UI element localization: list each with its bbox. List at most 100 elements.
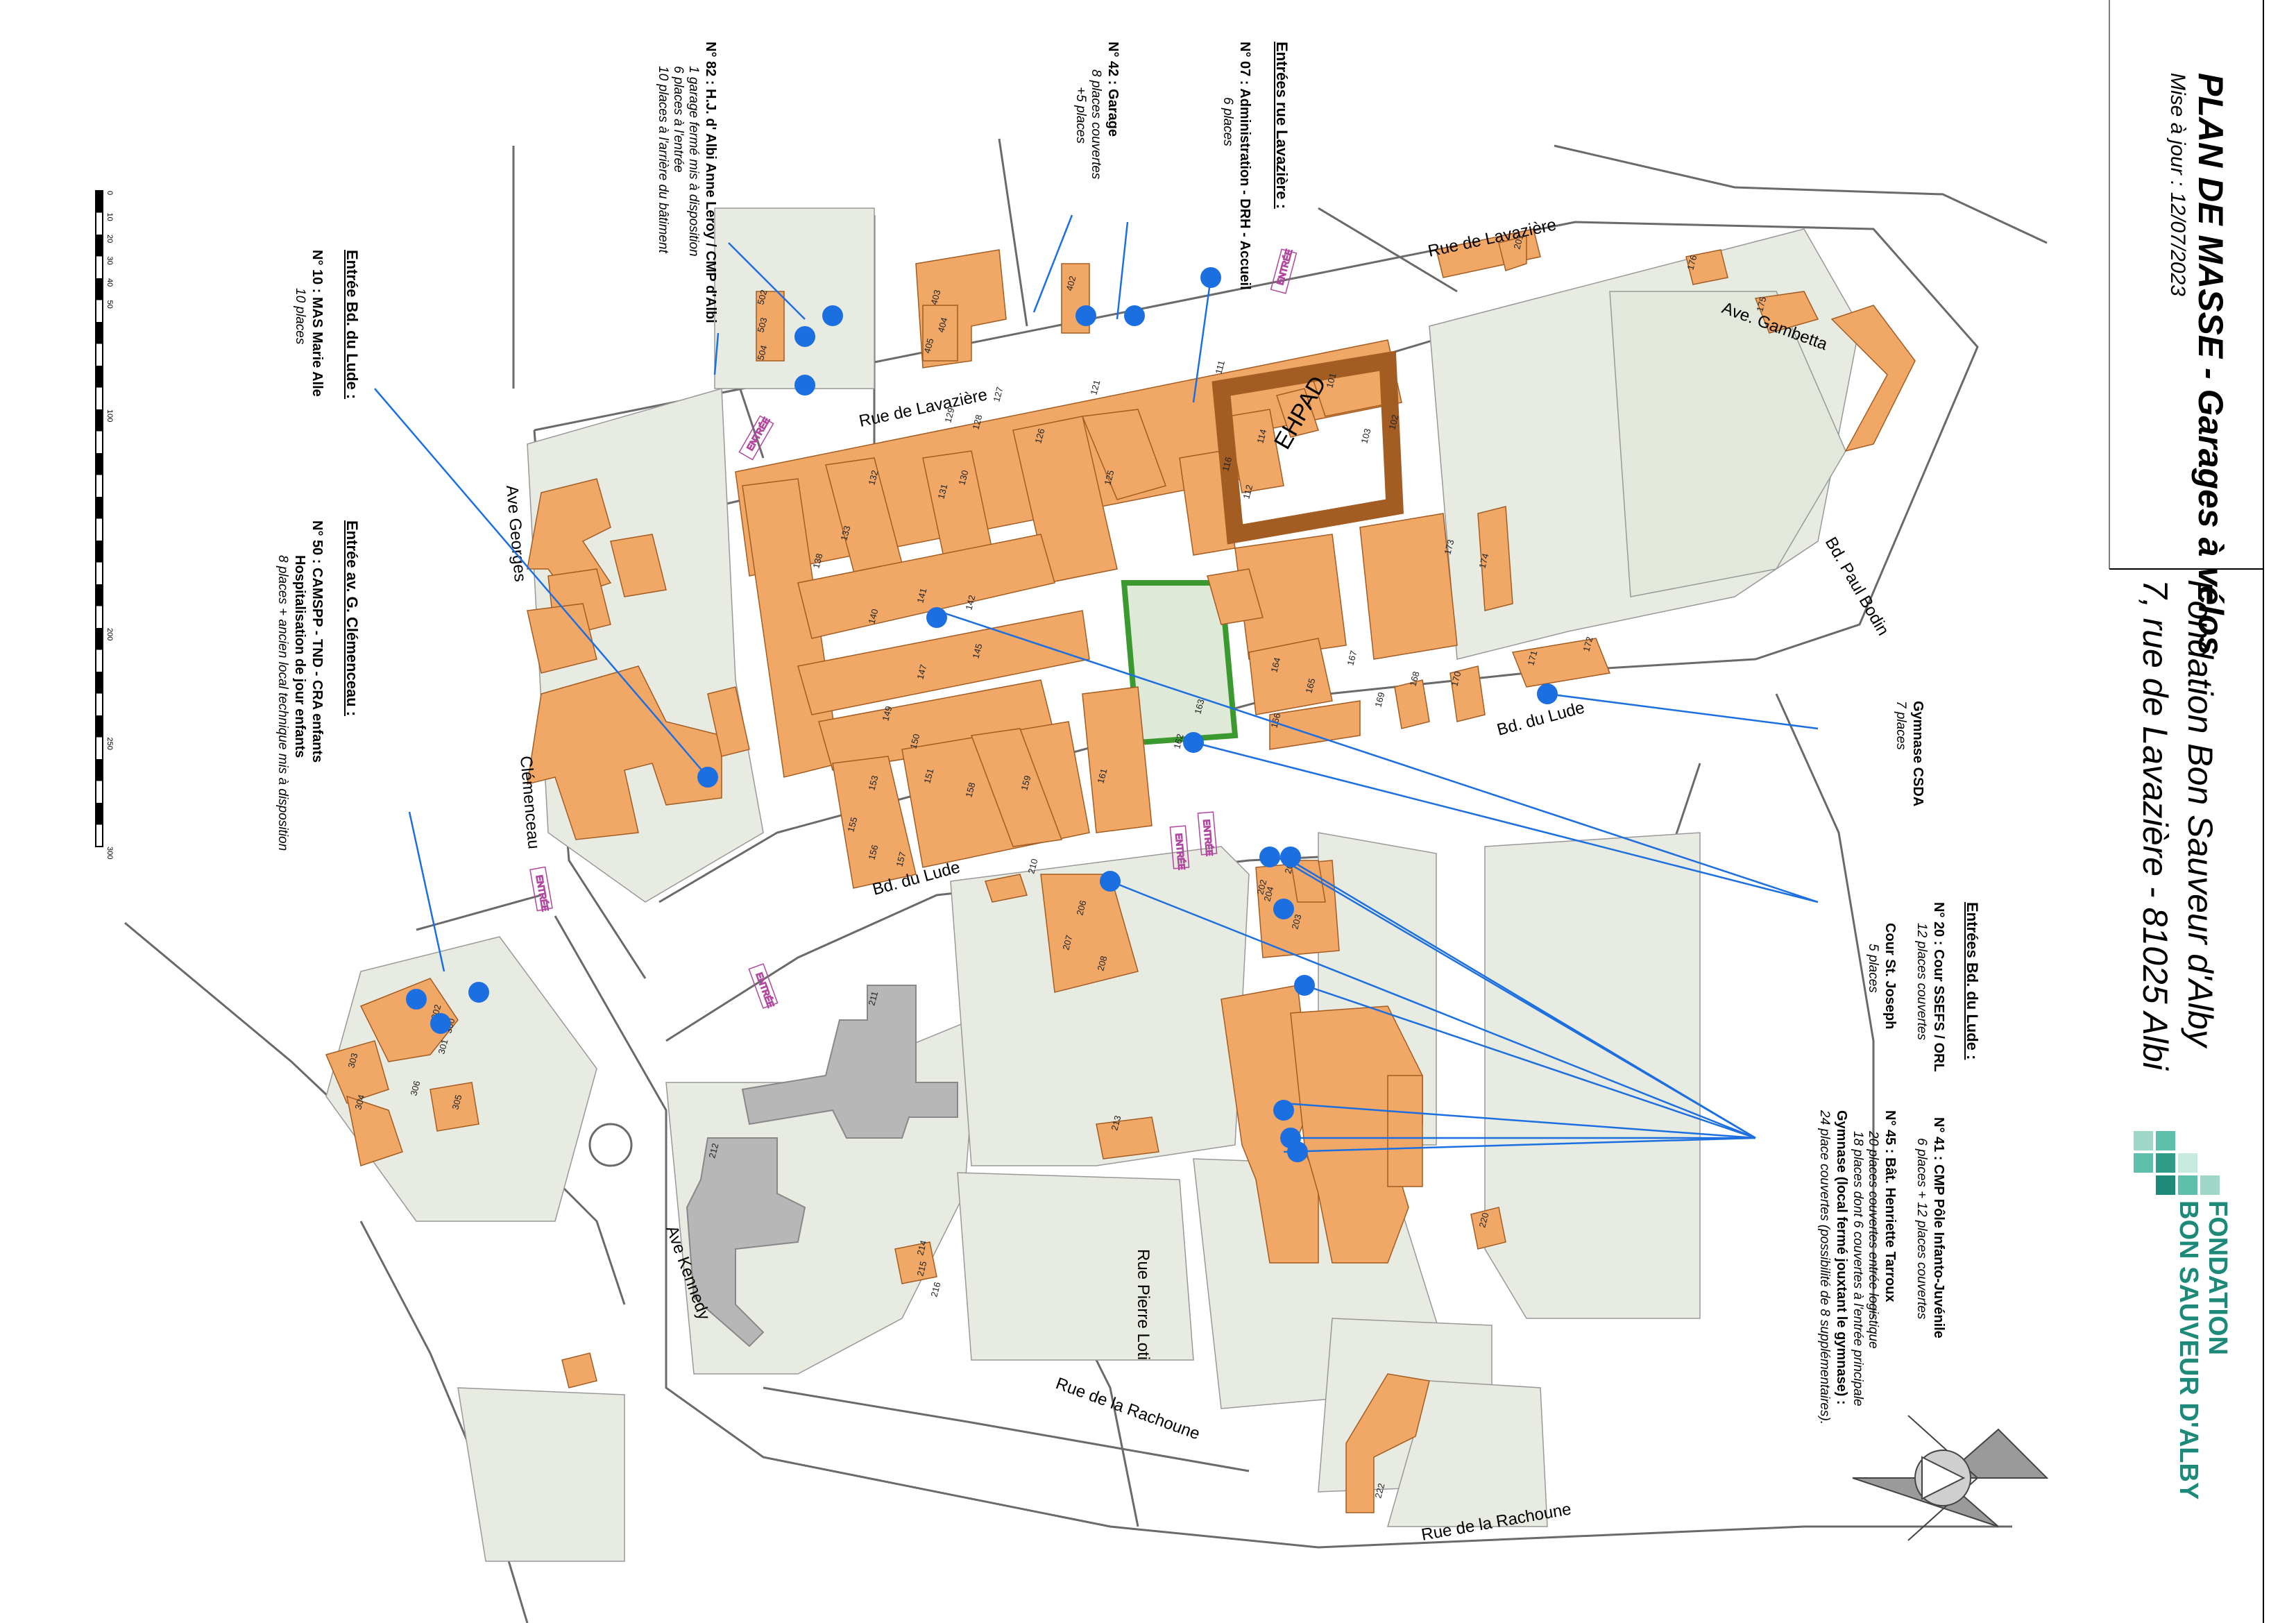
entree-tag: ENTRÉE — [1197, 811, 1218, 857]
building-number: 153 — [866, 774, 880, 792]
building-number: 168 — [1407, 670, 1421, 688]
building-number: 173 — [1442, 538, 1456, 556]
bike-parking-marker — [1124, 305, 1145, 326]
building-number: 161 — [1095, 767, 1109, 785]
legend-detail: 7 places — [1894, 701, 1908, 750]
legend-detail: 6 places + 12 places couvertes — [1914, 1138, 1929, 1320]
building-number: 167 — [1345, 649, 1359, 667]
scale-tick-label: 100 — [105, 409, 114, 422]
building-number: 128 — [970, 414, 984, 431]
scale-segment — [96, 366, 103, 388]
building-number: 402 — [1064, 275, 1078, 292]
building-number: 165 — [1303, 677, 1317, 695]
legend-detail: 5 places — [1866, 944, 1880, 993]
building-number: 213 — [1109, 1114, 1123, 1132]
buildings — [325, 228, 1916, 1513]
building-number: 116 — [1220, 456, 1234, 473]
legend-detail: 8 places + ancien local technique mis à … — [275, 555, 290, 851]
building-number: 212 — [706, 1142, 720, 1159]
street-label: Bd. Paul Bodin — [1821, 534, 1893, 639]
building-number: 215 — [915, 1260, 928, 1277]
building-number: 222 — [1372, 1482, 1386, 1499]
legend-detail: Hospitalisation de jour enfants — [292, 555, 307, 758]
building-number: 155 — [845, 816, 859, 833]
legend-heading-lavaziere: Entrées rue Lavazière : — [1273, 42, 1291, 209]
building-number: 202 — [1255, 878, 1268, 896]
scale-tick-label: 30 — [105, 257, 114, 265]
scale-tick-label: 10 — [105, 213, 114, 221]
compass-north-arrow — [1852, 1415, 2049, 1541]
grey-buildings — [686, 985, 958, 1348]
building-number: 141 — [915, 587, 928, 604]
building-number: 172 — [1581, 636, 1595, 653]
building-number: 159 — [1019, 774, 1032, 792]
building-number: 175 — [1754, 296, 1768, 313]
building-numbers: 4034044055025035044021011021031111121141… — [346, 233, 1768, 1499]
bike-parking-marker — [926, 607, 947, 628]
scale-segment — [96, 322, 103, 344]
building-number: 162 — [1171, 733, 1185, 750]
building-number: 306 — [408, 1080, 422, 1097]
scale-segment — [96, 584, 103, 606]
roundabout — [588, 1123, 633, 1167]
legend-entry-gym-csda: Gymnase CSDA — [1910, 701, 1925, 807]
scale-tick-label: 200 — [105, 628, 114, 640]
legend-heading-clemenceau: Entrée av. G. Clémenceau : — [343, 520, 361, 717]
scale-segment — [96, 759, 103, 781]
building-number: 101 — [1324, 372, 1338, 389]
building-number: 210 — [1026, 858, 1039, 875]
bike-parking-marker — [1100, 871, 1121, 892]
legend-detail: 18 places dont 6 couvertes à l'entrée pr… — [1851, 1131, 1865, 1407]
bike-parking-marker — [1273, 899, 1294, 919]
building-number: 126 — [1032, 427, 1046, 445]
scale-tick-label: 0 — [105, 191, 114, 195]
building-number: 301 — [436, 1038, 450, 1055]
bike-parking-marker — [822, 305, 843, 326]
building-number: 403 — [928, 289, 942, 306]
address-line-1: Fondation Bon Sauveur d'Alby — [2181, 579, 2220, 1047]
building-number: 138 — [810, 552, 824, 570]
street-label: Rue de la Rachoune — [1053, 1374, 1202, 1443]
svg-text:ENTRÉE: ENTRÉE — [1275, 248, 1294, 286]
entree-tag: ENTRÉE — [738, 415, 774, 461]
building-number: 206 — [1074, 899, 1088, 917]
bike-parking-marker — [794, 375, 815, 396]
logo-mark — [2134, 1131, 2220, 1195]
bike-parking-marker — [1287, 1141, 1308, 1162]
legend-detail: 12 places couvertes — [1914, 923, 1929, 1040]
building-number: 502 — [755, 289, 769, 306]
street-label: Bd. du Lude — [1495, 698, 1587, 740]
legend-entry-20: N° 20 : Cour SSEFS / ORL — [1931, 902, 1946, 1072]
scale-segment — [96, 628, 103, 650]
bike-parking-marker — [1537, 683, 1558, 704]
building-number: 171 — [1525, 649, 1539, 667]
bike-parking-marker — [1183, 732, 1204, 753]
legend-detail: 10 places à l'arrière du bâtiment — [656, 66, 670, 253]
bike-parking-marker — [406, 989, 427, 1010]
legend-detail: +5 places — [1073, 87, 1088, 144]
legend-entry-st-joseph: Cour St. Joseph — [1882, 923, 1898, 1030]
building-number: 504 — [755, 344, 769, 362]
legend-heading-lude-left: Entrée Bd. du Lude : — [343, 250, 361, 400]
building-number: 151 — [921, 767, 935, 785]
building-number: 132 — [866, 469, 880, 486]
legend-heading-lude-right: Entrées Bd. du Lude : — [1964, 902, 1981, 1060]
building-number: 164 — [1268, 656, 1282, 674]
legend-detail: 8 places couvertes — [1089, 69, 1103, 180]
building-number: 208 — [1095, 955, 1109, 972]
bike-parking-marker — [1273, 1100, 1294, 1121]
building-number: 207 — [1060, 934, 1074, 951]
scale-tick-label: 300 — [105, 847, 114, 859]
bike-parking-marker — [794, 326, 815, 347]
scale-segment — [96, 672, 103, 694]
building-number: 158 — [963, 781, 977, 799]
entree-tag: ENTRÉE — [1270, 247, 1298, 294]
bike-parking-marker — [1259, 847, 1280, 867]
building-number: 125 — [1102, 469, 1116, 486]
scale-segment — [96, 715, 103, 738]
scale-tick-label: 250 — [105, 738, 114, 750]
bike-parking-marker — [468, 982, 489, 1003]
scale-tick-label: 50 — [105, 300, 114, 309]
building-number: 112 — [1241, 484, 1255, 500]
